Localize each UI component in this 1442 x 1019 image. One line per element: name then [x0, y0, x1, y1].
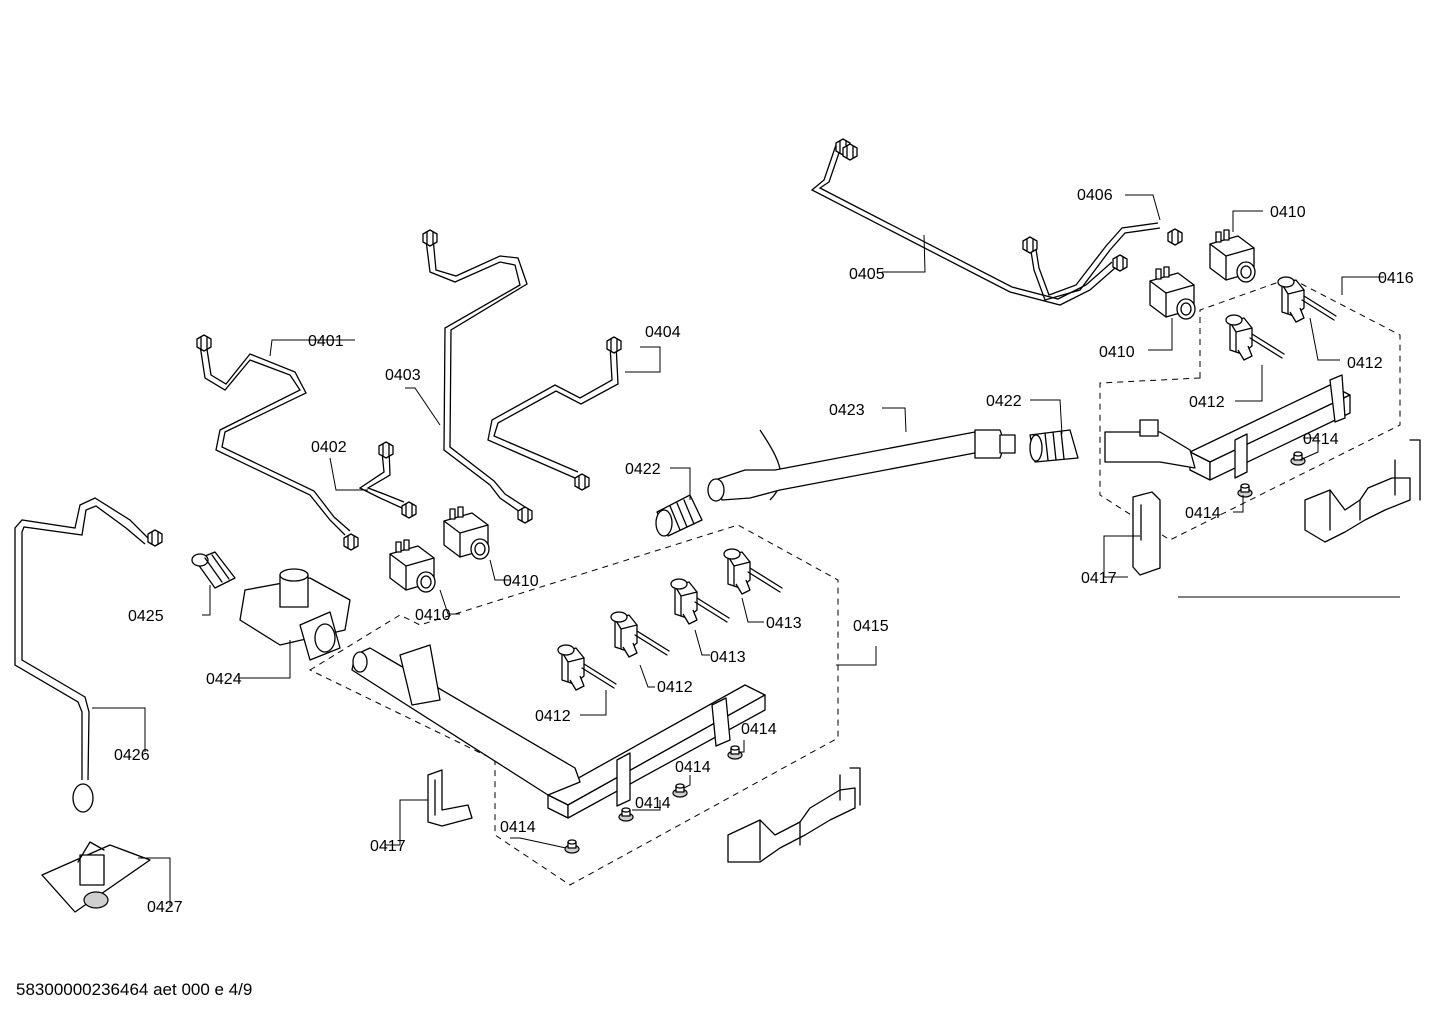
label-0402: 0402: [311, 439, 347, 456]
bracket-left: [727, 767, 861, 863]
label-0414-d: 0414: [500, 819, 536, 836]
manifold-bar-left: [351, 644, 766, 819]
label-0423: 0423: [829, 402, 865, 419]
label-0412-c: 0412: [1189, 394, 1225, 411]
label-0414-e: 0414: [1303, 431, 1339, 448]
label-0426: 0426: [114, 747, 150, 764]
burner-tap-0413-b: [670, 578, 730, 625]
label-0414-c: 0414: [635, 795, 671, 812]
label-0405: 0405: [849, 266, 885, 283]
label-0422-b: 0422: [986, 393, 1022, 410]
solenoid-valve-0410-d: [1149, 266, 1196, 320]
gas-pipe-0426: [14, 497, 163, 813]
label-0412-b: 0412: [535, 708, 571, 725]
label-0404: 0404: [645, 324, 681, 341]
burner-tap-0412-b: [557, 644, 617, 691]
label-0414-a: 0414: [741, 721, 777, 738]
solenoid-valve-0410-c: [1209, 229, 1256, 283]
bracket-0417-left: [427, 769, 473, 827]
label-0412-d: 0412: [1347, 355, 1383, 372]
burner-tap-0413-a: [723, 548, 783, 595]
gas-pipe-0405: [810, 138, 1116, 306]
label-0412-a: 0412: [657, 679, 693, 696]
screw-0414-f: [1237, 483, 1253, 498]
screw-0414-b: [672, 783, 688, 798]
label-0401: 0401: [308, 333, 344, 350]
connector-0422-a: [655, 494, 703, 537]
burner-tap-0412-d: [1225, 314, 1285, 361]
label-0413-b: 0413: [710, 649, 746, 666]
connector-0422-b: [1029, 429, 1079, 463]
label-0413-a: 0413: [766, 615, 802, 632]
label-0427: 0427: [147, 899, 183, 916]
document-footer: 58300000236464 aet 000 e 4/9: [16, 980, 253, 999]
gas-pipe-0402: [358, 441, 417, 519]
bracket-right: [1304, 439, 1421, 543]
label-0415: 0415: [853, 618, 889, 635]
part-labels: 0401 0402 0403 0404 0405 0406 0410 0410 …: [114, 187, 1414, 916]
leader-lines: [92, 194, 1400, 906]
label-0406: 0406: [1077, 187, 1113, 204]
pressure-regulator-0424: [239, 568, 351, 661]
gas-hose-0423: [707, 429, 1016, 502]
burner-tap-0412-c: [1277, 276, 1337, 323]
label-0410-c: 0410: [1270, 204, 1306, 221]
connector-0425: [191, 551, 236, 589]
label-0403: 0403: [385, 367, 421, 384]
bracket-0417-right: [1132, 491, 1161, 576]
solenoid-valve-0410-b: [389, 539, 436, 593]
label-0414-b: 0414: [675, 759, 711, 776]
valve-bracket-0427: [41, 841, 151, 913]
screw-0414-d: [564, 839, 580, 854]
label-0410-d: 0410: [1099, 344, 1135, 361]
label-0425: 0425: [128, 608, 164, 625]
screw-0414-a: [727, 745, 743, 760]
label-0417-b: 0417: [1081, 570, 1117, 587]
gas-pipe-0404: [487, 336, 622, 491]
manifold-bar-right: [1104, 374, 1351, 481]
gas-pipe-0401: [196, 334, 359, 551]
gas-pipe-0403: [422, 229, 533, 524]
label-0416: 0416: [1378, 270, 1414, 287]
label-0410-a: 0410: [503, 573, 539, 590]
label-0422-a: 0422: [625, 461, 661, 478]
label-0414-f: 0414: [1185, 505, 1221, 522]
label-0410-b: 0410: [415, 607, 451, 624]
screw-0414-c: [618, 807, 634, 822]
assembly-box-0416: [1099, 277, 1401, 541]
label-0424: 0424: [206, 671, 242, 688]
gas-pipe-0406: [1022, 222, 1183, 301]
label-0417-a: 0417: [370, 838, 406, 855]
solenoid-valve-0410-a: [443, 506, 490, 560]
burner-tap-0412-a: [610, 611, 670, 658]
assembly-box-0415: [308, 524, 839, 886]
